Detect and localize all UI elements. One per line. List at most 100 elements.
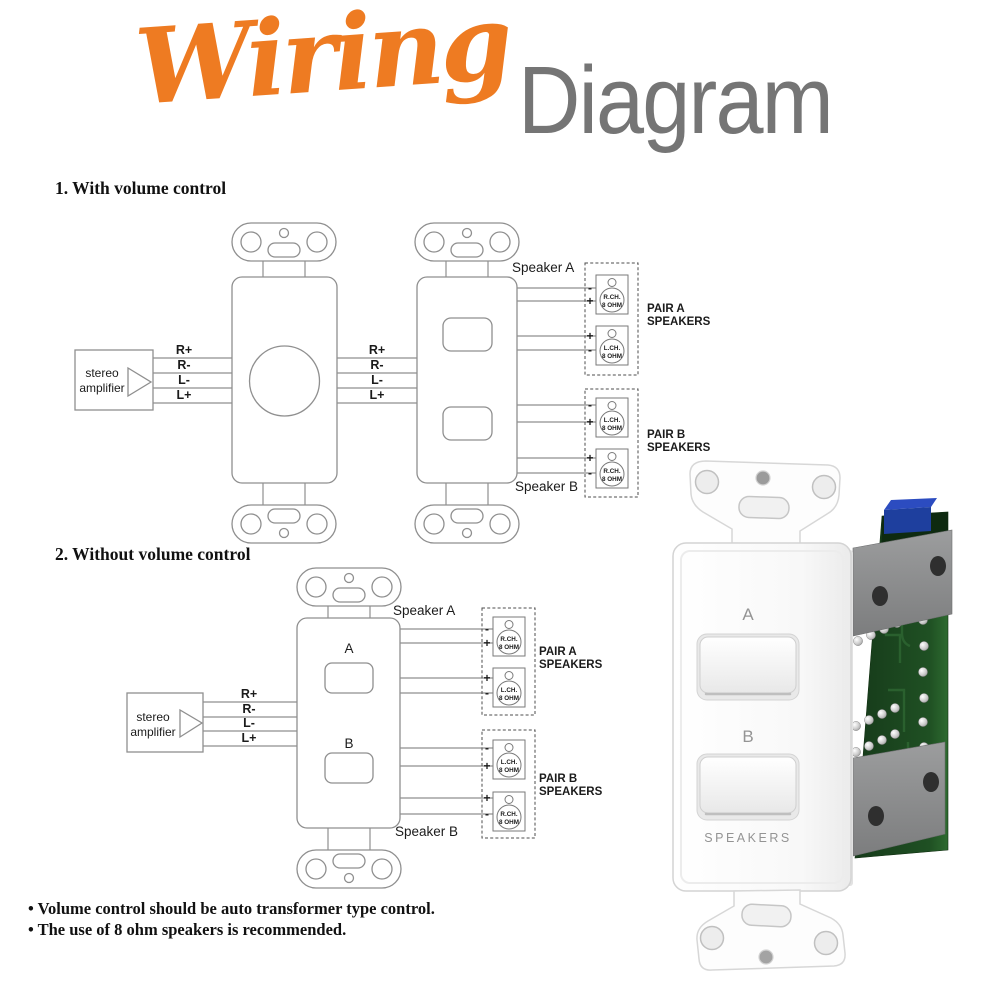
amplifier-box: stereo amplifier: [74, 349, 154, 411]
wire-label: L+: [177, 388, 192, 402]
polarity-sign: -: [485, 807, 489, 821]
amp-triangle-icon: [127, 366, 153, 398]
wires-speaker-a: [517, 287, 596, 351]
wire-label: R-: [242, 702, 255, 716]
pair-b-terminal-block: - + L.CH. 8 OHM + - R.CH. 8 OHM: [481, 729, 536, 839]
wire-label: R+: [369, 343, 385, 357]
polarity-sign: +: [586, 329, 593, 343]
polarity-sign: +: [586, 415, 593, 429]
polarity-sign: -: [588, 281, 592, 295]
mounting-ear: [296, 849, 402, 889]
product-label-a: A: [742, 605, 754, 624]
channel-label: L.CH.: [501, 759, 518, 766]
amplifier-box: stereo amplifier: [126, 692, 204, 753]
button-b-label: B: [344, 736, 353, 751]
wire-label: R-: [177, 358, 190, 372]
amp-triangle-icon: [179, 708, 204, 739]
amp-label-line2: amplifier: [130, 725, 175, 739]
section2-heading: 2. Without volume control: [55, 544, 251, 564]
title-diagram: Diagram: [518, 47, 834, 154]
wire-label: L-: [371, 373, 383, 387]
note-line-2: • The use of 8 ohm speakers is recommend…: [28, 919, 347, 939]
amp-label-line1: stereo: [85, 366, 119, 380]
product-wallplate: A B SPEAKERS: [672, 460, 853, 971]
channel-label: L.CH.: [604, 345, 621, 352]
wire-label: R+: [241, 687, 257, 701]
wire-label: R+: [176, 343, 192, 357]
channel-label: R.CH.: [500, 811, 517, 818]
polarity-sign: -: [485, 686, 489, 700]
speaker-a-label: Speaker A: [393, 603, 455, 618]
pair-b-label-line1: PAIR B: [539, 773, 577, 785]
polarity-sign: -: [485, 741, 489, 755]
screw-hole: [699, 925, 725, 951]
metal-bracket-top: [852, 529, 953, 637]
section1-heading: 1. With volume control: [55, 178, 227, 198]
channel-label: R.CH.: [500, 636, 517, 643]
ohm-label: 8 OHM: [499, 644, 519, 651]
mounting-slot: [738, 495, 790, 520]
ohm-label: 8 OHM: [602, 476, 622, 483]
mounting-slot: [741, 903, 792, 928]
channel-label: R.CH.: [603, 468, 620, 475]
product-bottom-bracket: [696, 889, 846, 971]
mounting-ear: [296, 567, 402, 607]
selector-plate: A B: [296, 567, 402, 889]
pair-b-label-line1: PAIR B: [647, 429, 685, 441]
speaker-b-label: Speaker B: [515, 479, 578, 494]
plate-bevel: [680, 550, 844, 884]
wire-label: L-: [243, 716, 255, 730]
polarity-sign: -: [588, 343, 592, 357]
section2-diagram: stereo amplifier R+ R- L- L+ A B S: [126, 567, 603, 889]
selector-button-b: [324, 752, 374, 784]
pair-a-terminal-block: - + R.CH. 8 OHM + - L.CH. 8 OHM: [584, 262, 639, 376]
pair-b-label-line2: SPEAKERS: [647, 442, 711, 454]
polarity-sign: +: [586, 451, 593, 465]
wire-label: R-: [370, 358, 383, 372]
selector-button-a: [324, 662, 374, 694]
title-wiring: Wiring: [131, 0, 513, 129]
volume-control-plate: [231, 222, 338, 544]
polarity-sign: -: [588, 466, 592, 480]
pair-b-label-line2: SPEAKERS: [539, 786, 603, 798]
amp-label-line2: amplifier: [79, 381, 124, 395]
wires-amp-to-selector: R+ R- L- L+: [203, 687, 297, 747]
channel-label: L.CH.: [604, 417, 621, 424]
pair-a-label-line1: PAIR A: [539, 646, 577, 658]
selector-plate: [414, 222, 520, 544]
product-button-a: [696, 633, 800, 701]
ohm-label: 8 OHM: [602, 353, 622, 360]
amp-label-line1: stereo: [136, 710, 170, 724]
polarity-sign: +: [483, 636, 490, 650]
polarity-sign: +: [586, 294, 593, 308]
button-a-label: A: [344, 641, 353, 656]
center-hole: [758, 949, 774, 965]
wires-speaker-b: [517, 404, 596, 474]
selector-button-b: [442, 406, 493, 441]
speaker-b-label: Speaker B: [395, 824, 458, 839]
ohm-label: 8 OHM: [499, 819, 519, 826]
pair-b-terminal-block: - + L.CH. 8 OHM + - R.CH. 8 OHM: [584, 388, 639, 498]
product-engraving: SPEAKERS: [704, 831, 791, 845]
section1-diagram: stereo amplifier R+ R- L- L+: [74, 222, 711, 544]
product-top-bracket: [689, 460, 841, 546]
center-hole: [755, 470, 771, 486]
metal-bracket-bottom: [852, 741, 946, 857]
note-line-1: • Volume control should be auto transfor…: [28, 899, 435, 918]
pair-a-label-line2: SPEAKERS: [647, 316, 711, 328]
blue-component: [884, 498, 937, 534]
ohm-label: 8 OHM: [602, 302, 622, 309]
volume-knob: [248, 345, 321, 417]
wires-volume-to-selector: R+ R- L- L+: [337, 343, 417, 404]
mounting-ear: [414, 504, 520, 544]
pair-a-label-line1: PAIR A: [647, 303, 685, 315]
wires-speaker-b: [400, 747, 493, 815]
screw-hole: [811, 474, 837, 500]
product-pcb: [851, 498, 953, 859]
speaker-a-label: Speaker A: [512, 260, 574, 275]
product-label-b: B: [742, 727, 753, 746]
product-photo: A B SPEAKERS: [672, 460, 953, 971]
channel-label: L.CH.: [501, 687, 518, 694]
mounting-ear: [231, 222, 337, 262]
